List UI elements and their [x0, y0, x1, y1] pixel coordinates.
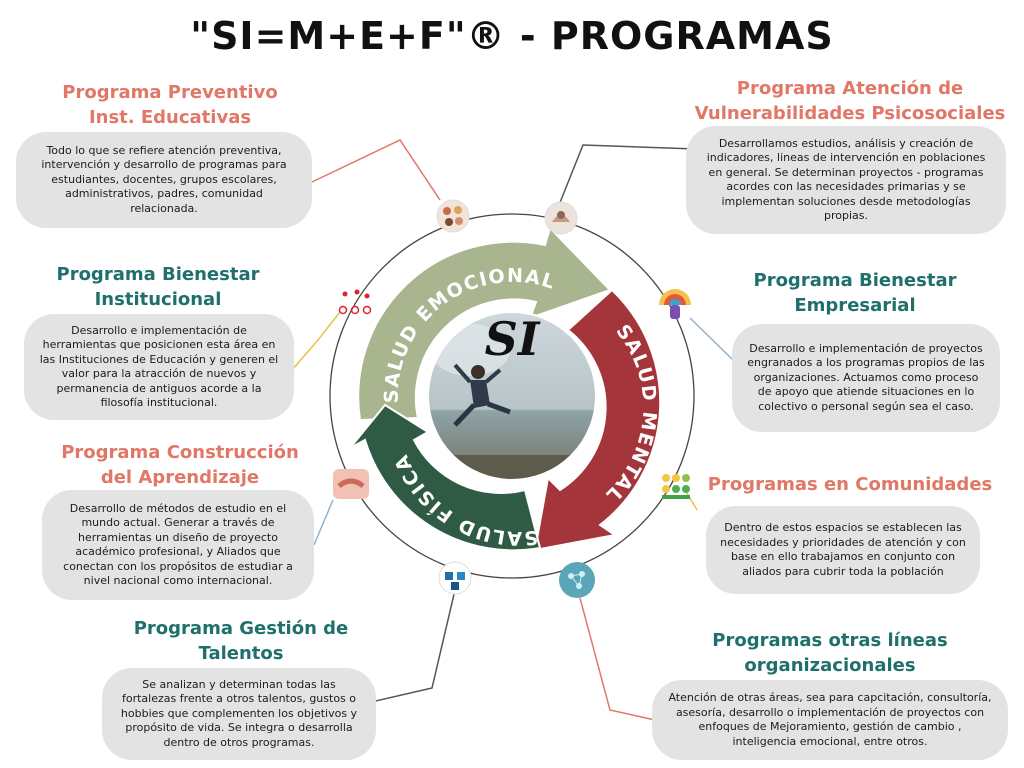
- handshake-icon: [333, 469, 369, 499]
- connector-otras: [579, 597, 656, 721]
- connector-aprendizaje: [313, 499, 334, 546]
- connector-preventivo: [311, 139, 441, 201]
- helping-hands-icon: [544, 201, 578, 235]
- connector-vulnerabilidades: [556, 144, 726, 211]
- page-title: "SI=M+E+F"® - PROGRAMAS: [190, 14, 834, 58]
- health-ring: [349, 226, 662, 552]
- emoji-faces-icon: [662, 474, 690, 499]
- program-title-comunidades: Programas en Comunidades: [707, 474, 993, 495]
- program-box-aprendizaje: Desarrollo de métodos de estudio en el m…: [42, 490, 314, 600]
- program-box-preventivo: Todo lo que se refiere atención preventi…: [16, 132, 312, 228]
- center-label: SI: [485, 312, 541, 366]
- cubes-network-icon: [438, 561, 472, 595]
- program-box-institucional: Desarrollo e implementación de herramien…: [24, 314, 294, 420]
- program-box-otras: Atención de otras áreas, sea para capcit…: [652, 680, 1008, 760]
- outer-ring: [329, 213, 695, 579]
- program-box-talentos: Se analizan y determinan todas las forta…: [102, 668, 376, 760]
- arrow-salud-mental: [533, 288, 662, 552]
- connector-empresarial: [689, 317, 734, 361]
- brain-network-icon: [559, 562, 595, 598]
- program-box-comunidades: Dentro de estos espacios se establecen l…: [706, 506, 980, 594]
- connector-lines: [291, 139, 734, 721]
- connector-talentos: [357, 589, 456, 706]
- hands-together-icon: [436, 199, 470, 233]
- arrow-salud-fisica: [349, 403, 542, 552]
- connector-comunidades: [684, 489, 698, 511]
- program-box-empresarial: Desarrollo e implementación de proyectos…: [732, 324, 1000, 432]
- arrow-salud-emocional: [357, 226, 612, 422]
- rainbow-mind-icon: [659, 289, 691, 319]
- program-box-vulnerabilidades: Desarrollamos estudios, análisis y creac…: [686, 126, 1006, 234]
- location-pins-icon: [338, 289, 372, 315]
- connector-institucional: [291, 311, 341, 371]
